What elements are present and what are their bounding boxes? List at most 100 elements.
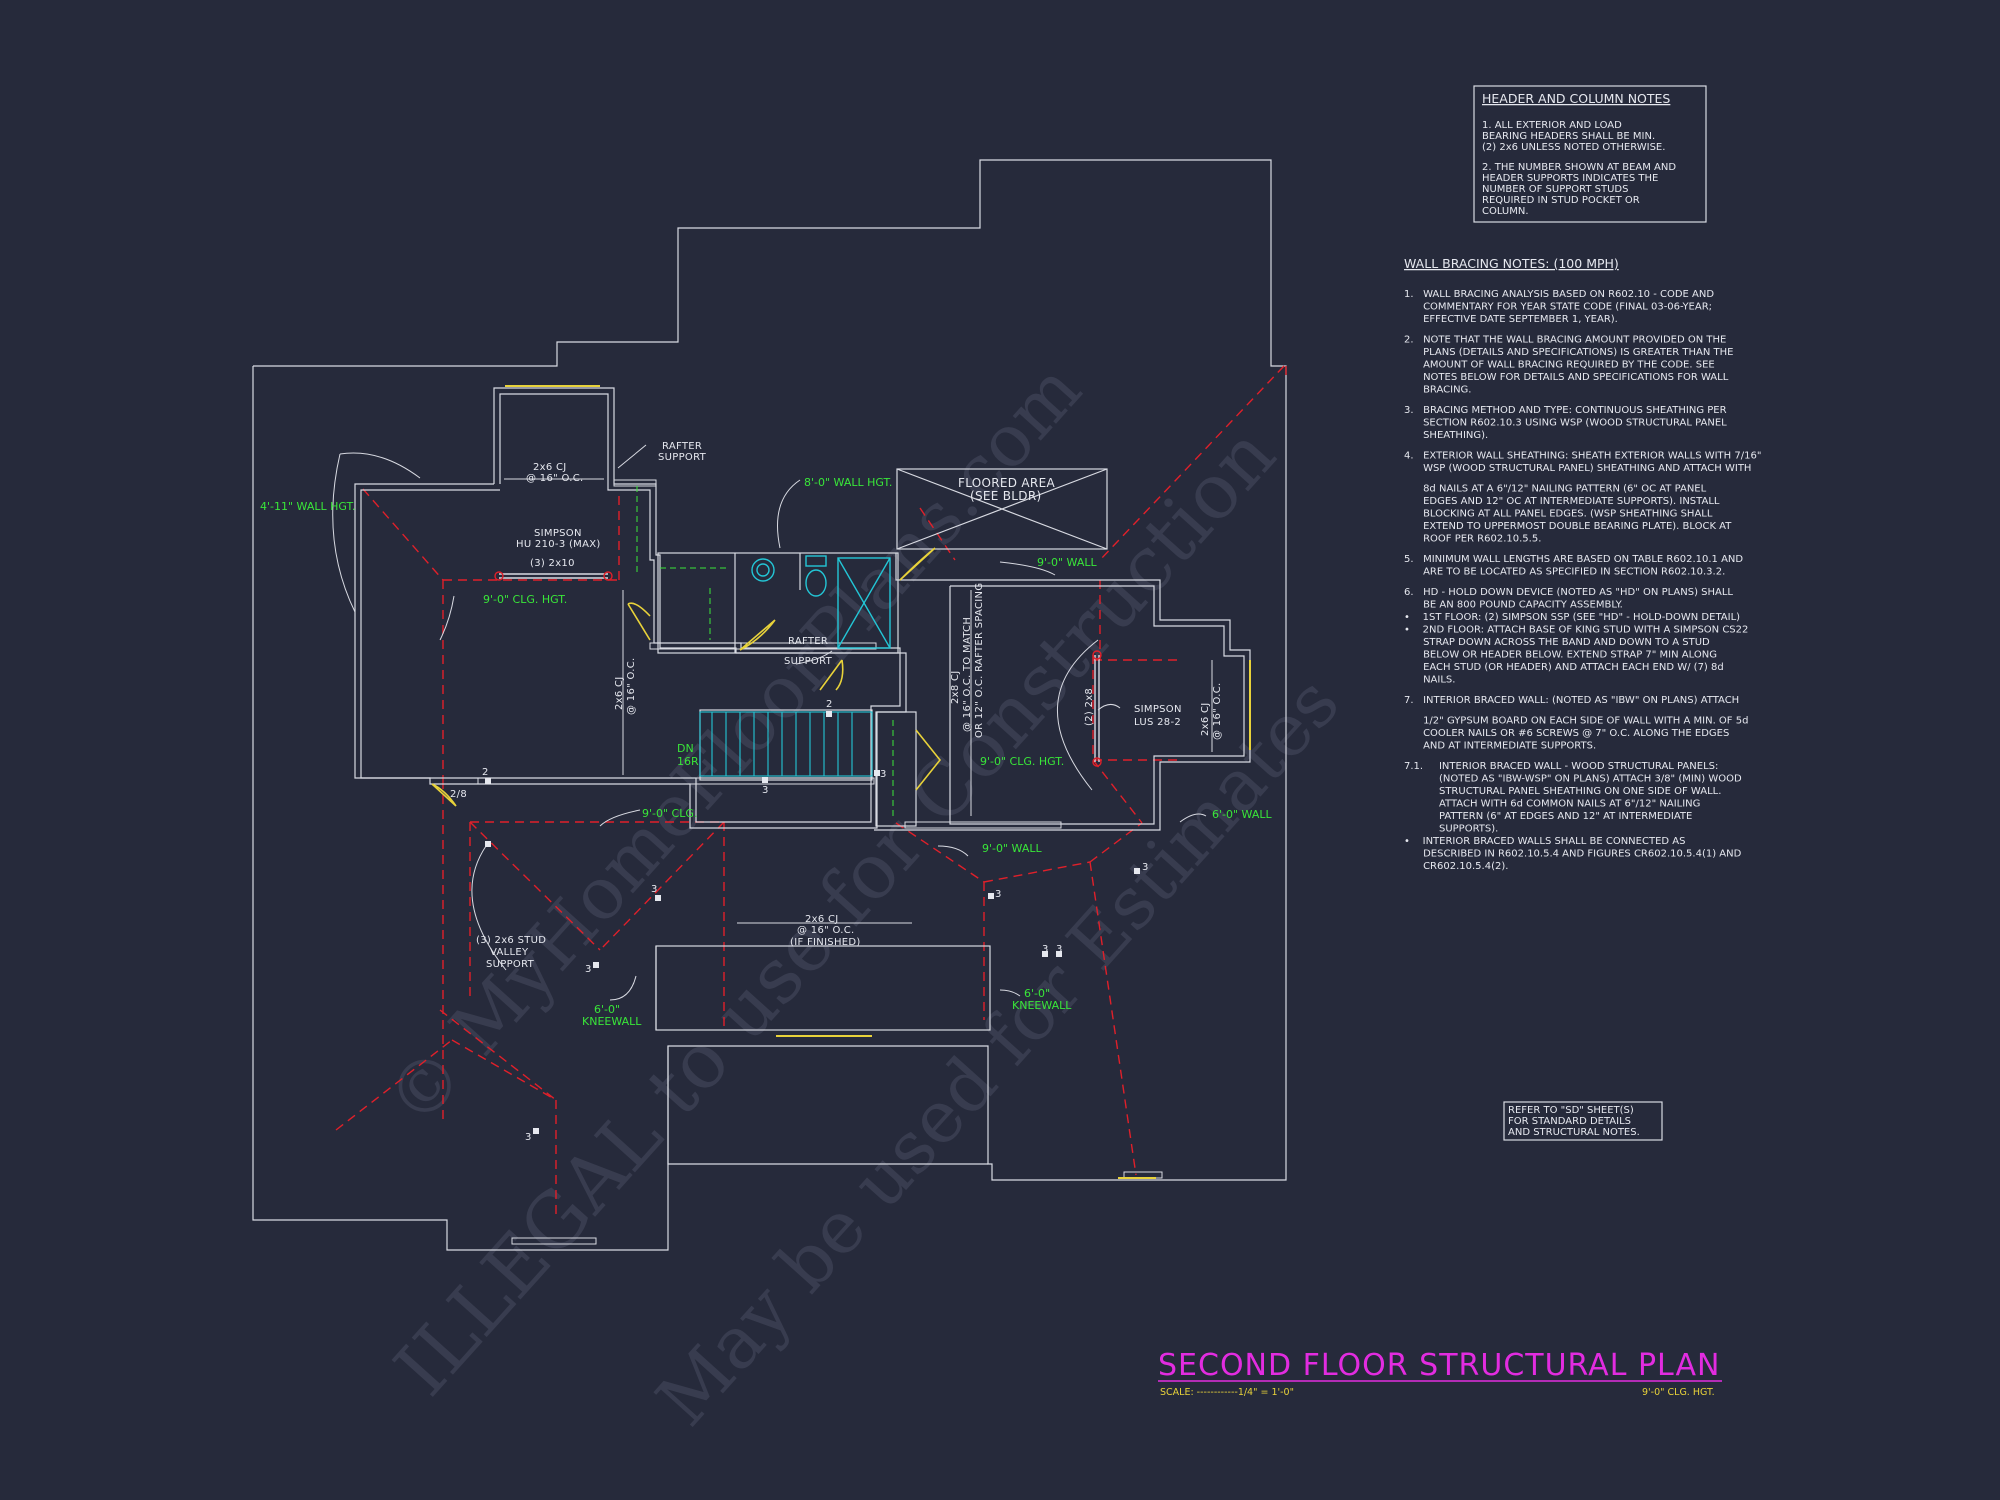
bracing-note-line: (NOTED AS "IBW-WSP" ON PLANS) ATTACH 3/8…	[1404, 774, 1742, 785]
header-note-line: (2) 2x6 UNLESS NOTED OTHERWISE.	[1482, 142, 1665, 153]
drawing-ceiling-height: 9'-0" CLG. HGT.	[1642, 1387, 1715, 1398]
bracing-note-line: AMOUNT OF WALL BRACING REQUIRED BY THE C…	[1404, 360, 1715, 371]
bracing-note-line: AND AT INTERMEDIATE SUPPORTS.	[1404, 741, 1596, 752]
kneewall-right-1: 6'-0"	[1024, 987, 1050, 1000]
drawing-scale: SCALE: ------------1/4" = 1'-0"	[1160, 1387, 1294, 1398]
bracing-note-line: 1. WALL BRACING ANALYSIS BASED ON R602.1…	[1404, 289, 1714, 300]
refer-line-2: FOR STANDARD DETAILS	[1508, 1116, 1631, 1127]
rafter-support-label-1a: RAFTER	[662, 441, 702, 452]
bracing-note-line: BRACING.	[1404, 385, 1471, 396]
bracing-note-line: 3. BRACING METHOD AND TYPE: CONTINUOUS S…	[1404, 405, 1727, 416]
bracing-note-line: 4. EXTERIOR WALL SHEATHING: SHEATH EXTER…	[1404, 451, 1761, 462]
rafter-support-label-2a: RAFTER	[788, 636, 828, 647]
post-2-8: 2/8	[450, 789, 467, 800]
watermark: © MyHomeFloorPlans.com ILLEGAL to use fo…	[370, 347, 1355, 1441]
bracing-note-line: • INTERIOR BRACED WALLS SHALL BE CONNECT…	[1404, 836, 1685, 847]
outline-lower-inner	[667, 1046, 988, 1165]
bracing-note-line: 6. HD - HOLD DOWN DEVICE (NOTED AS "HD" …	[1404, 587, 1733, 598]
cj-right-vert-2: @ 16" O.C.	[1212, 683, 1223, 741]
simpson-lus-1: SIMPSON	[1134, 704, 1182, 715]
bracing-note-line: • 2ND FLOOR: ATTACH BASE OF KING STUD WI…	[1404, 625, 1748, 636]
bracing-note-line: EDGES AND 12" OC AT INTERMEDIATE SUPPORT…	[1404, 496, 1720, 507]
bracing-note-line: NAILS.	[1404, 675, 1455, 686]
bath-room	[657, 552, 899, 654]
post-3-c: 3	[651, 884, 658, 895]
wall-bracing-notes: WALL BRACING NOTES: (100 MPH) 1. WALL BR…	[1404, 256, 1761, 872]
refer-note: REFER TO "SD" SHEET(S) FOR STANDARD DETA…	[1503, 1101, 1663, 1141]
bracing-note-line: CR602.10.5.4(2).	[1404, 861, 1508, 872]
shower	[837, 557, 891, 649]
left-room-outer	[354, 387, 907, 829]
post-3-e: 3	[525, 1132, 532, 1143]
header-note-line: COLUMN.	[1482, 206, 1529, 217]
rafter-support-label-1b: SUPPORT	[658, 452, 707, 463]
toilet	[805, 569, 827, 597]
post-2-a: 2	[482, 767, 489, 778]
header-note-line: 1. ALL EXTERIOR AND LOAD	[1482, 120, 1622, 131]
bracing-notes-title: WALL BRACING NOTES: (100 MPH)	[1404, 256, 1619, 271]
bracing-note-line: BLOCKING AT ALL PANEL EDGES. (WSP SHEATH…	[1404, 509, 1713, 520]
bracing-note-line: EXTEND TO UPPERMOST DOUBLE BEARING PLATE…	[1404, 521, 1732, 532]
header-note-line: 2. THE NUMBER SHOWN AT BEAM AND	[1482, 162, 1676, 173]
bracing-note-line: BE AN 800 POUND CAPACITY ASSEMBLY.	[1404, 600, 1623, 611]
stud-valley-1: (3) 2x6 STUD	[476, 935, 546, 946]
braced-walls	[636, 486, 894, 820]
clg-center: 9'-0" CLG. HGT.	[980, 755, 1064, 768]
refer-line-1: REFER TO "SD" SHEET(S)	[1508, 1105, 1634, 1116]
bath-fixtures	[751, 555, 891, 649]
header-note-line: BEARING HEADERS SHALL BE MIN.	[1482, 131, 1655, 142]
outline-upper	[252, 159, 1287, 1251]
bracing-note-line: 8d NAILS AT A 6"/12" NAILING PATTERN (6"…	[1404, 484, 1707, 495]
bracing-note-line: COOLER NAILS OR #6 SCREWS @ 7" O.C. ALON…	[1404, 728, 1729, 739]
span-arrows	[504, 478, 1213, 924]
wall-8ft: 8'-0" WALL HGT.	[804, 476, 892, 489]
wall-6-right: 6'-0" WALL	[1212, 808, 1272, 821]
wall-9-lower: 9'-0" WALL	[982, 842, 1042, 855]
post-3-g: 3	[1042, 944, 1049, 955]
cj-center-vert-2: @ 16" O.C. TO MATCH	[962, 617, 973, 732]
wall-left: 4'-11" WALL HGT.	[260, 500, 355, 513]
center-room	[874, 553, 1251, 831]
floored-area-1: FLOORED AREA	[958, 476, 1055, 490]
post-2-b: 2	[826, 699, 833, 710]
cj-right-vert-1: 2x6 CJ	[1200, 702, 1211, 736]
refer-line-3: AND STRUCTURAL NOTES.	[1508, 1127, 1640, 1138]
building-outline	[252, 159, 1287, 1251]
bracing-note-line: PATTERN (6" AT EDGES AND 12" AT INTERMED…	[1404, 811, 1692, 822]
bracing-note-line: STRAP DOWN ACROSS THE BAND AND DOWN TO A…	[1404, 637, 1710, 648]
windows	[505, 385, 1251, 1179]
cj-bottom-1: 2x6 CJ	[805, 914, 839, 925]
simpson-hu-2: HU 210-3 (MAX)	[516, 539, 601, 550]
beams	[494, 571, 1102, 767]
bracing-note-line: ROOF PER R602.10.5.5.	[1404, 534, 1541, 545]
header-note-line: REQUIRED IN STUD POCKET OR	[1482, 195, 1640, 206]
bracing-note-line: 2. NOTE THAT THE WALL BRACING AMOUNT PRO…	[1404, 335, 1726, 346]
beam-2x8-label: (2) 2x8	[1084, 688, 1095, 726]
stud-valley-3: SUPPORT	[486, 959, 535, 970]
bracing-note-line: SHEATHING).	[1404, 430, 1488, 441]
simpson-hu-1: SIMPSON	[534, 528, 582, 539]
clg-9: 9'-0" CLG.	[642, 807, 697, 820]
bracing-note-line: WSP (WOOD STRUCTURAL PANEL) SHEATHING AN…	[1404, 463, 1751, 474]
post-3-b: 3	[880, 769, 887, 780]
kneewall-left-1: 6'-0"	[594, 1003, 620, 1016]
header-column-notes: HEADER AND COLUMN NOTES 1. ALL EXTERIOR …	[1473, 85, 1707, 223]
left-room-inner	[360, 393, 901, 823]
bracing-note-line: 5. MINIMUM WALL LENGTHS ARE BASED ON TAB…	[1404, 554, 1743, 565]
bracing-note-line: 7.1. INTERIOR BRACED WALL - WOOD STRUCTU…	[1404, 761, 1718, 772]
bracing-note-line: NOTES BELOW FOR DETAILS AND SPECIFICATIO…	[1404, 372, 1729, 383]
cj-left-vert-1: 2x6 CJ	[614, 676, 625, 710]
interior-walls	[354, 387, 1251, 1031]
kneewall-left-2: KNEEWALL	[582, 1015, 642, 1028]
bracing-note-line: ATTACH WITH 6d COMMON NAILS AT 6"/12" NA…	[1404, 799, 1700, 810]
stair-dn: DN	[677, 742, 694, 755]
clg-left: 9'-0" CLG. HGT.	[483, 593, 567, 606]
post-3-i: 3	[1142, 862, 1149, 873]
bracing-note-line: EACH STUD (OR HEADER) AND ATTACH EACH EN…	[1404, 662, 1724, 673]
stair-16r: 16R	[677, 755, 699, 768]
stairs	[699, 711, 873, 777]
post-3-a: 3	[762, 785, 769, 796]
header-notes-title: HEADER AND COLUMN NOTES	[1482, 91, 1670, 106]
cj-top-1: 2x6 CJ	[533, 462, 567, 473]
bracing-note-line: BELOW OR HEADER BELOW. EXTEND STRAP 7" M…	[1404, 650, 1717, 661]
